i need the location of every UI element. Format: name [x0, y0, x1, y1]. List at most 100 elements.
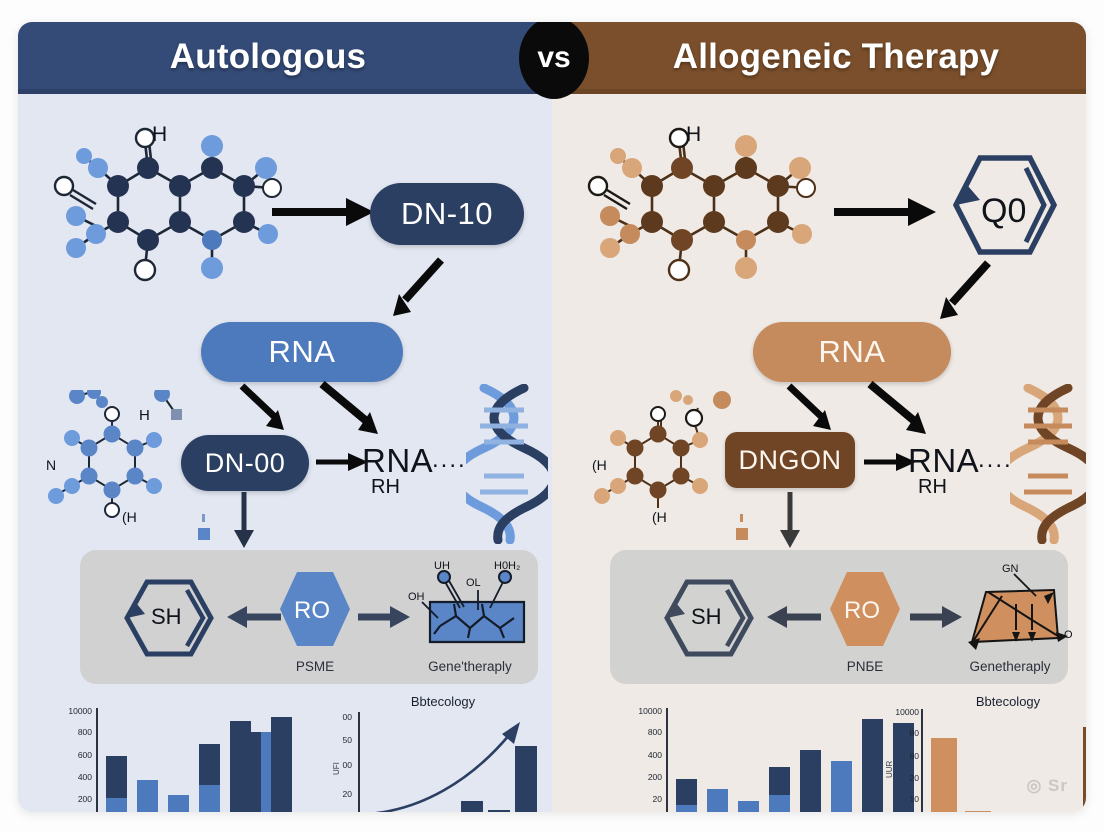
left-bar-ytick-4: 200: [77, 794, 92, 804]
svg-text:O: O: [1064, 629, 1073, 641]
bar-item: [515, 746, 537, 812]
right-arrow-chip2-to-rna: [864, 453, 916, 471]
left-line-chart-title: Bbtecology: [410, 694, 476, 709]
svg-text:OH: OH: [408, 591, 425, 603]
left-gene-structure-icon: UH H0H₂ OL OH: [408, 560, 526, 644]
right-bar2-ytick-1: 80: [909, 728, 919, 738]
vs-badge: vs: [519, 22, 589, 99]
header-right-title: Allogeneic Therapy: [672, 37, 1000, 76]
right-band-right-label: Genetheraply: [969, 659, 1051, 674]
bar-item: [676, 805, 697, 812]
right-arrow-rna-left: [786, 383, 831, 430]
right-bar2-yaxis: [921, 709, 923, 812]
left-stub-marker: [198, 514, 210, 540]
left-bar-ytick-1: 800: [77, 727, 92, 737]
svg-text:GN: GN: [1002, 563, 1019, 575]
right-arrow-chip1-to-rna: [940, 260, 991, 319]
left-mol-label-h: H: [139, 407, 150, 424]
left-line-chart: Bbtecology 00 50 00 20 0 UFI Roùnatliy: [318, 690, 550, 812]
comparison-card: Autologous Allogeneic Therapy vs: [18, 22, 1086, 812]
left-line-trend: [374, 722, 520, 812]
right-rna-out: RNA: [908, 442, 980, 479]
right-molecule-label-oh: H: [686, 123, 701, 146]
bar-item: [676, 779, 697, 812]
left-arrow-chip2-down: [234, 492, 254, 548]
left-arrow-rna-left: [239, 383, 284, 430]
left-chip-dn10: DN-10: [370, 183, 524, 245]
header-right-background: [552, 22, 1086, 94]
left-mol-label-n: N: [46, 457, 56, 473]
left-line-ytick-3: 20: [342, 789, 352, 799]
right-dna-helix-icon: [1010, 384, 1086, 544]
bar-item: [769, 795, 790, 812]
bar-item: [461, 801, 483, 812]
right-chip-q0: Q0: [981, 192, 1027, 230]
left-pill-rna: RNA: [201, 322, 403, 382]
left-chip-dn00: DN-00: [181, 435, 309, 491]
left-hexagon-sh-label: SH: [151, 604, 182, 629]
bar-item: [271, 717, 292, 812]
right-band-arrow-right: [910, 606, 962, 628]
left-hexagon-ro-label: RO: [294, 597, 330, 624]
right-arrow-chip2-down: [780, 492, 800, 548]
right-bar-ytick-1: 800: [647, 727, 662, 737]
right-bar2-ytick-3: 20: [909, 773, 919, 783]
left-molecule-label-oh: H: [152, 123, 167, 146]
bar-item: [488, 810, 510, 812]
right-hexagon-sh-icon: [664, 579, 754, 657]
right-molecule-large: H: [587, 123, 816, 282]
right-gene-structure-icon: GN O: [968, 563, 1073, 650]
left-line-ytick-2: 00: [342, 760, 352, 770]
header-left-background: [18, 22, 552, 94]
right-bar2-ytick-0: 10000: [895, 707, 919, 717]
left-bar-ytick-0: 10000: [68, 706, 92, 716]
right-mol-label-h1: (H: [592, 457, 607, 473]
right-bar2-ytick-2: 60: [909, 751, 919, 761]
bar-item: [738, 801, 759, 812]
left-bar-yaxis: [96, 708, 98, 812]
left-arrow-to-chip1: [272, 198, 374, 226]
left-rna-out-sub: RH: [371, 476, 400, 498]
header-bar: Autologous Allogeneic Therapy vs: [18, 22, 1086, 99]
right-bar-ytick-3: 200: [647, 772, 662, 782]
left-line-ylabel: UFI: [332, 762, 341, 775]
right-bar2-title: Bbtecology: [975, 694, 1041, 709]
right-chip-dngon: DNGON: [725, 432, 855, 488]
right-bar2-ylabel: UUR: [885, 760, 894, 778]
bar-item: [106, 798, 127, 812]
header-left-title: Autologous: [169, 37, 367, 76]
right-bar-ytick-4: 20: [652, 794, 662, 804]
bar-item: [168, 795, 189, 812]
left-molecule-small: N H (H: [46, 390, 182, 525]
right-bar-ytick-2: 400: [647, 750, 662, 760]
bar-item: [1083, 727, 1086, 812]
left-molecule-large: H: [53, 123, 282, 282]
svg-text:OL: OL: [466, 577, 481, 589]
right-stub-marker: [736, 514, 748, 540]
left-line-ytick-0: 00: [342, 712, 352, 722]
bar-item: [862, 719, 883, 812]
left-mol-label-h2: (H: [122, 509, 137, 525]
right-band-center-sublabel: PNБE: [846, 659, 884, 674]
bar-item: [707, 789, 728, 812]
left-arrow-chip1-to-rna: [393, 257, 444, 316]
left-band-arrow-left: [227, 606, 281, 628]
left-arrow-rna-right: [319, 380, 378, 434]
left-bar-chart: 10000 800 600 400 200 0 Ju Y Denrcy Ay 2…: [46, 694, 308, 812]
bar-item: [893, 723, 914, 812]
right-mol-label-h2: (H: [652, 509, 667, 525]
left-band-right-label: Gene'theraply: [428, 659, 512, 674]
left-bar-ytick-2: 600: [77, 750, 92, 760]
right-bar-chart: 10000 800 400 200 20 0 Ju Y Denrcy Ay 24: [616, 694, 914, 812]
right-rna-dots: ....: [978, 446, 1013, 473]
left-band-center-sublabel: PSME: [295, 659, 335, 674]
right-band-arrow-left: [767, 606, 821, 628]
right-hexagon-ro-icon: [830, 572, 900, 646]
right-pill-rna: RNA: [753, 322, 951, 382]
right-hexagon-sh-label: SH: [691, 604, 722, 629]
right-arrow-to-chip1: [834, 198, 936, 226]
left-line-yaxis: [358, 712, 360, 812]
watermark: ◎ Sr: [1026, 776, 1068, 795]
left-band-arrow-right: [358, 606, 410, 628]
